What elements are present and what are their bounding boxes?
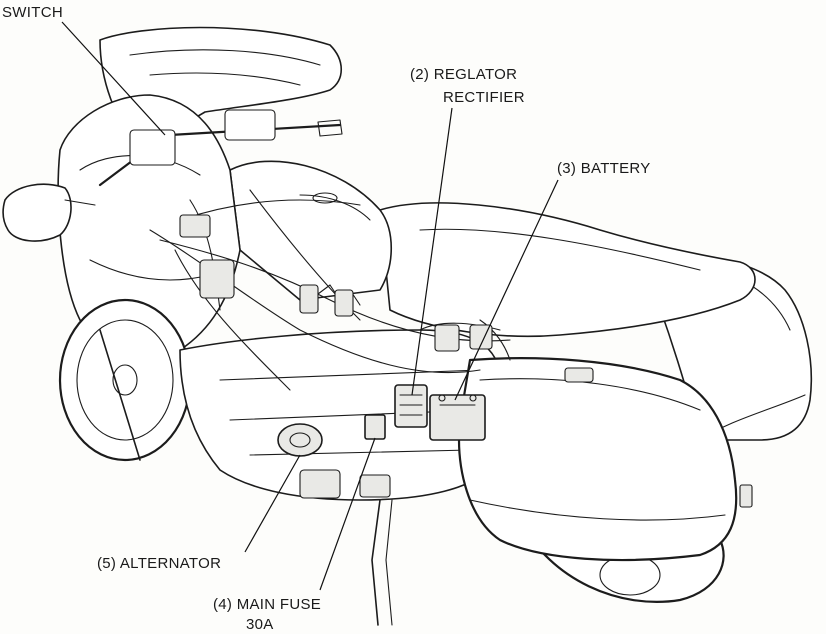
- alternator-part: [277, 423, 323, 457]
- saddlebag-left: [458, 357, 753, 562]
- leader-lines: [61, 21, 559, 591]
- seat: [379, 202, 756, 338]
- battery-label: (3) BATTERY: [557, 160, 651, 177]
- main-fuse-label-line1: (4) MAIN FUSE: [213, 596, 322, 613]
- alternator-label: (5) ALTERNATOR: [97, 555, 222, 572]
- switch-leader: [61, 21, 166, 136]
- main-fuse-part: [364, 414, 386, 440]
- battery-leader: [454, 179, 559, 401]
- regulator-leader: [411, 107, 453, 396]
- engine-frame: [179, 329, 501, 501]
- main-fuse-label-line2: 30A: [246, 616, 274, 633]
- fuel-tank-cover: [229, 160, 393, 301]
- side-stand: [371, 499, 393, 626]
- battery-part: [429, 394, 486, 441]
- wiring-harness: [149, 189, 511, 391]
- main-fuse-leader: [319, 437, 376, 591]
- front-wheel: [58, 298, 192, 462]
- regulator-rectifier-part: [394, 384, 428, 428]
- regulator-label-line2: RECTIFIER: [443, 89, 525, 106]
- alternator-leader: [244, 454, 301, 553]
- regulator-label-line1: (2) REGLATOR: [410, 66, 518, 83]
- handlebar: [98, 109, 343, 187]
- switch-label: SWITCH: [2, 4, 63, 21]
- left-mirror: [2, 183, 96, 242]
